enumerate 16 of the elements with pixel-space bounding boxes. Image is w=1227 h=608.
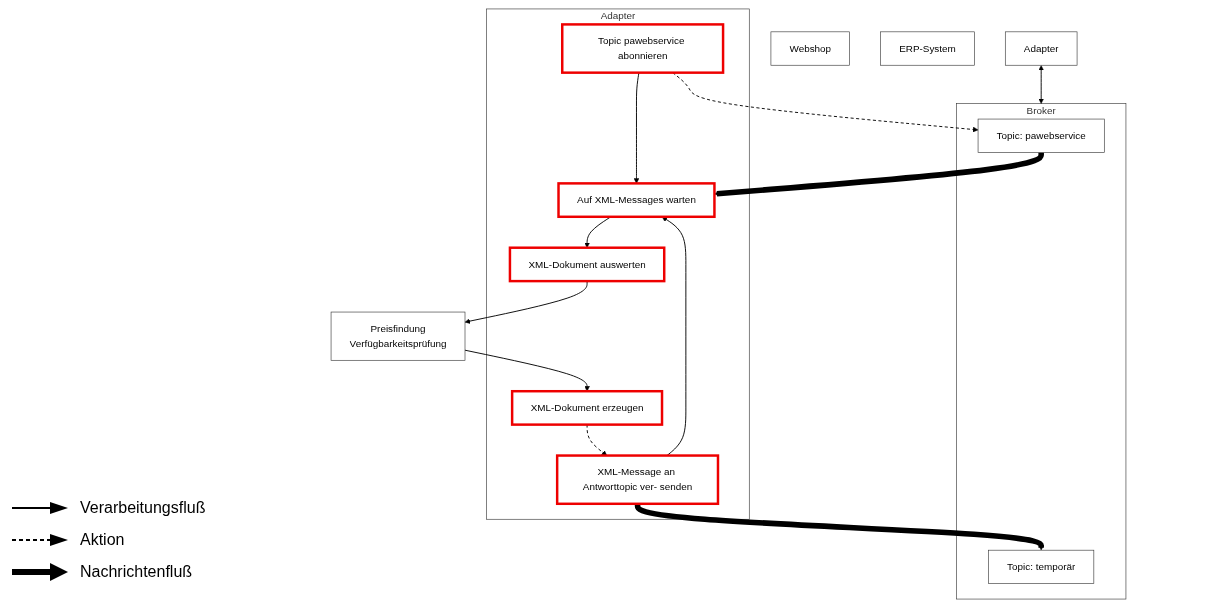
node-box: XML-Message an Antworttopic ver- senden bbox=[555, 454, 720, 506]
node-box: Topic: pawebservice bbox=[977, 118, 1105, 153]
node-box: Topic pawebservice abonnieren bbox=[561, 23, 725, 74]
legend-text: Verarbeitungsfluß bbox=[80, 499, 206, 517]
arrow bbox=[634, 503, 1044, 551]
legend-text: Nachrichtenfluß bbox=[80, 563, 193, 581]
arrow bbox=[714, 152, 1044, 197]
node-box: Webshop bbox=[770, 31, 850, 66]
node-box: XML-Dokument erzeugen bbox=[510, 390, 664, 426]
node-box: Preisfindung Verfügbarkeitsprüfung bbox=[330, 311, 466, 361]
node-box: Adapter bbox=[1005, 31, 1078, 66]
legend-text: Aktion bbox=[80, 531, 125, 549]
node-box: Topic: temporär bbox=[988, 549, 1095, 584]
node-box: Auf XML-Messages warten bbox=[557, 182, 716, 218]
node-box: ERP-System bbox=[880, 31, 975, 66]
node-box: XML-Dokument auswerten bbox=[508, 246, 666, 283]
